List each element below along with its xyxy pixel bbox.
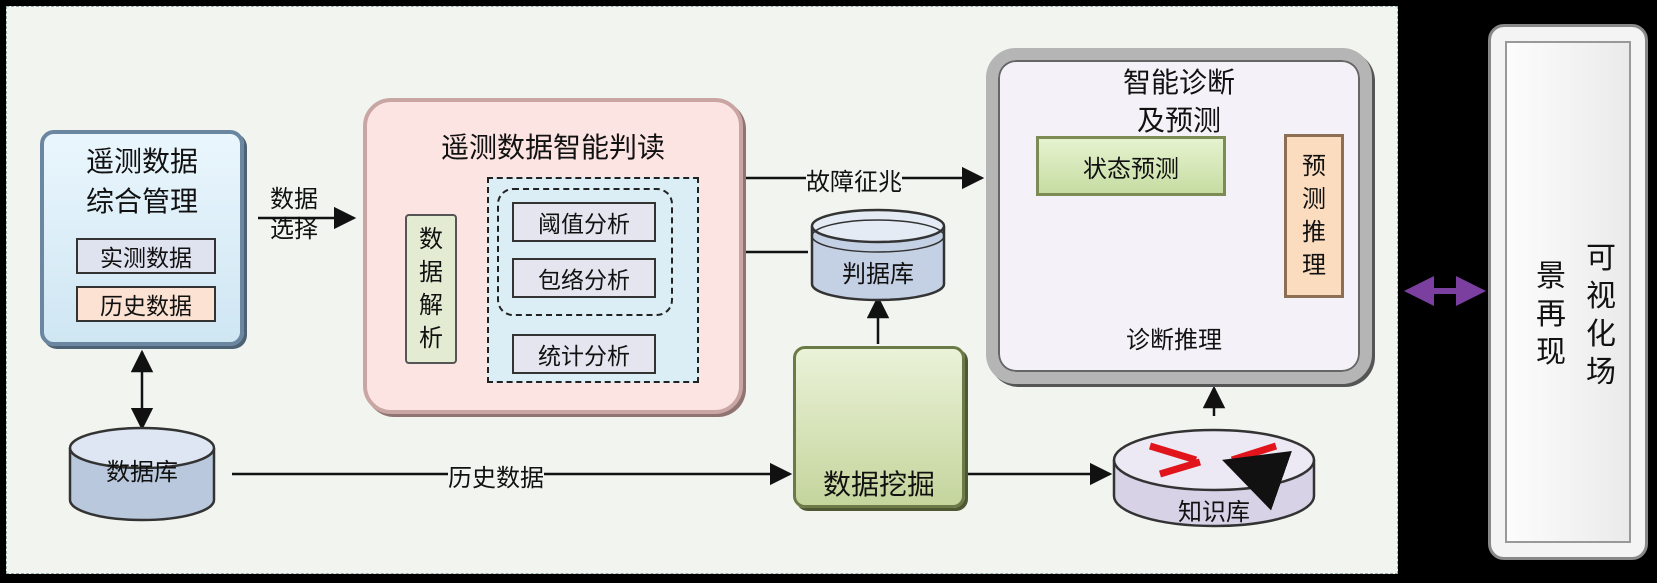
telemetry-management-box: 遥测数据 综合管理 实测数据 历史数据	[40, 130, 244, 346]
data-mining-label: 数据挖掘	[822, 468, 935, 501]
measured-data-box: 实测数据	[76, 238, 216, 274]
judgedb-label: 判据库	[842, 259, 914, 288]
database-cylinder	[68, 426, 216, 522]
history-data-label: 历史数据	[448, 458, 544, 493]
judgedb-cylinder	[810, 208, 946, 302]
knowledge-label: 知识库	[1178, 497, 1250, 526]
diagnostic-reasoning-label: 诊断推理	[1126, 325, 1222, 354]
visual-text-col1: 可 视 化 场	[1586, 241, 1616, 390]
database-label: 数据库	[106, 457, 178, 486]
data-parse-box: 数 据 解 析	[405, 214, 457, 364]
diagnosis-title: 智能诊断 及预测	[1122, 66, 1235, 137]
visual-scene-panel	[1488, 24, 1648, 560]
knowledge-router	[1112, 430, 1316, 528]
prediction-reasoning-box: 预 测 推 理	[1284, 134, 1344, 298]
fault-symptom-label: 故障征兆	[806, 162, 902, 197]
select-label: 数据 选择	[270, 185, 318, 243]
historical-data-box: 历史数据	[76, 286, 216, 322]
envelope-analysis-box: 包络分析	[512, 258, 656, 298]
data-mining-box: 数据挖掘	[793, 346, 965, 508]
state-prediction-box: 状态预测	[1036, 136, 1226, 196]
statistics-analysis-box: 统计分析	[512, 334, 656, 374]
analysis-group	[497, 188, 673, 316]
threshold-analysis-box: 阈值分析	[512, 202, 656, 242]
visual-text-col2: 景 再 现	[1536, 259, 1566, 370]
judge-title: 遥测数据智能判读	[440, 131, 665, 164]
telemetry-title: 遥测数据 综合管理	[85, 145, 198, 218]
